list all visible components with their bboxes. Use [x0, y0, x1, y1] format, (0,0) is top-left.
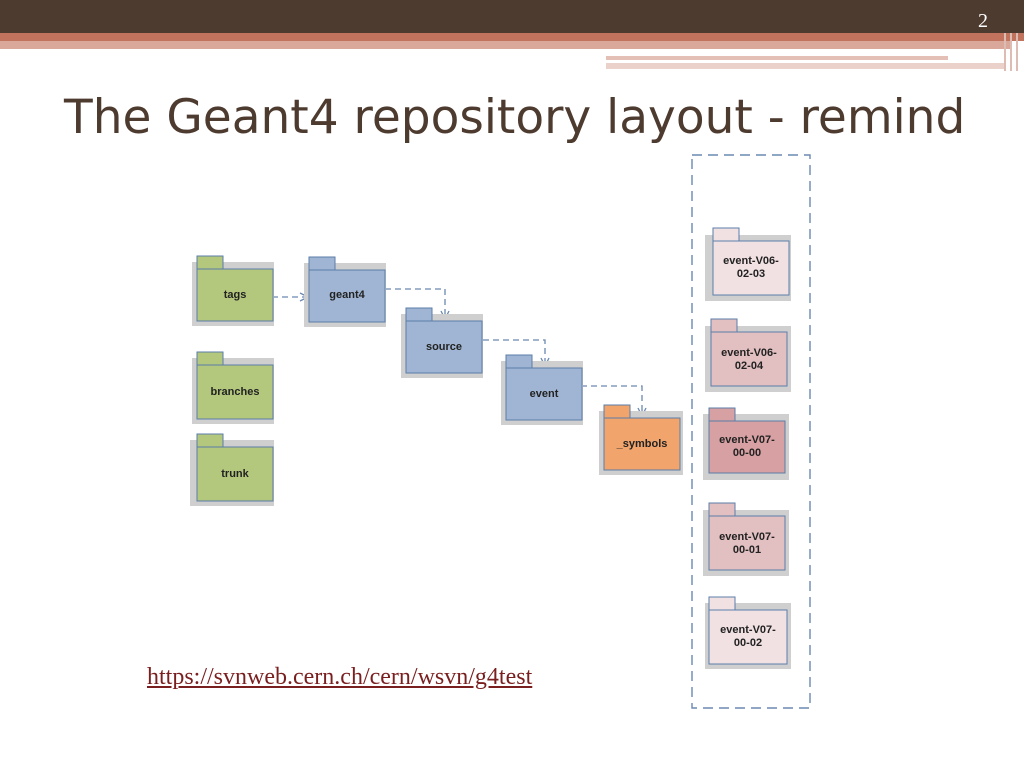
folder-source[interactable]: source: [401, 307, 483, 378]
tag-container-box: [691, 154, 811, 709]
svg-text:event-V06-02-03: event-V06-02-03: [723, 255, 779, 280]
svg-text:event-V07-00-01: event-V07-00-01: [719, 531, 775, 556]
decor-line: [1010, 33, 1012, 71]
folder-tag-event-V07-00-00[interactable]: event-V07-00-00: [703, 407, 789, 480]
folder-tags[interactable]: tags: [192, 255, 274, 326]
svg-text:event-V07-00-02: event-V07-00-02: [720, 624, 776, 649]
folder-event[interactable]: event: [501, 354, 583, 425]
svg-text:tags: tags: [224, 289, 247, 301]
decor-band: [0, 33, 1024, 41]
connector-geant4-source: [385, 288, 445, 319]
decor-line: [1004, 33, 1006, 71]
svg-text:source: source: [426, 341, 462, 353]
decor-band: [606, 56, 948, 60]
svg-text:_symbols: _symbols: [616, 438, 668, 450]
folder-branches[interactable]: branches: [192, 351, 274, 424]
svg-text:geant4: geant4: [329, 289, 365, 301]
top-bar: [0, 0, 1024, 33]
decor-band: [0, 41, 1010, 49]
connector-source-event: [483, 339, 545, 366]
decor-line: [1016, 33, 1018, 71]
folder-symbols[interactable]: _symbols: [599, 404, 683, 475]
folder-tag-event-V06-02-04[interactable]: event-V06-02-04: [705, 318, 791, 392]
folder-tag-event-V07-00-01[interactable]: event-V07-00-01: [703, 502, 789, 576]
svg-text:branches: branches: [211, 386, 260, 398]
folder-tag-event-V06-02-03[interactable]: event-V06-02-03: [705, 227, 791, 301]
page-number: 2: [978, 10, 988, 32]
folder-tag-event-V07-00-02[interactable]: event-V07-00-02: [705, 596, 791, 669]
folder-geant4[interactable]: geant4: [304, 256, 386, 327]
folder-trunk[interactable]: trunk: [190, 433, 274, 506]
svg-text:event-V06-02-04: event-V06-02-04: [721, 347, 777, 372]
connector-event-symbols: [581, 385, 642, 416]
slide-title: The Geant4 repository layout - remind: [64, 90, 966, 145]
svg-text:event: event: [530, 388, 559, 400]
svg-text:event-V07-00-00: event-V07-00-00: [719, 434, 775, 459]
svnweb-link[interactable]: https://svnweb.cern.ch/cern/wsvn/g4test: [147, 664, 533, 690]
svg-text:trunk: trunk: [221, 468, 249, 480]
decor-band: [606, 63, 1006, 69]
